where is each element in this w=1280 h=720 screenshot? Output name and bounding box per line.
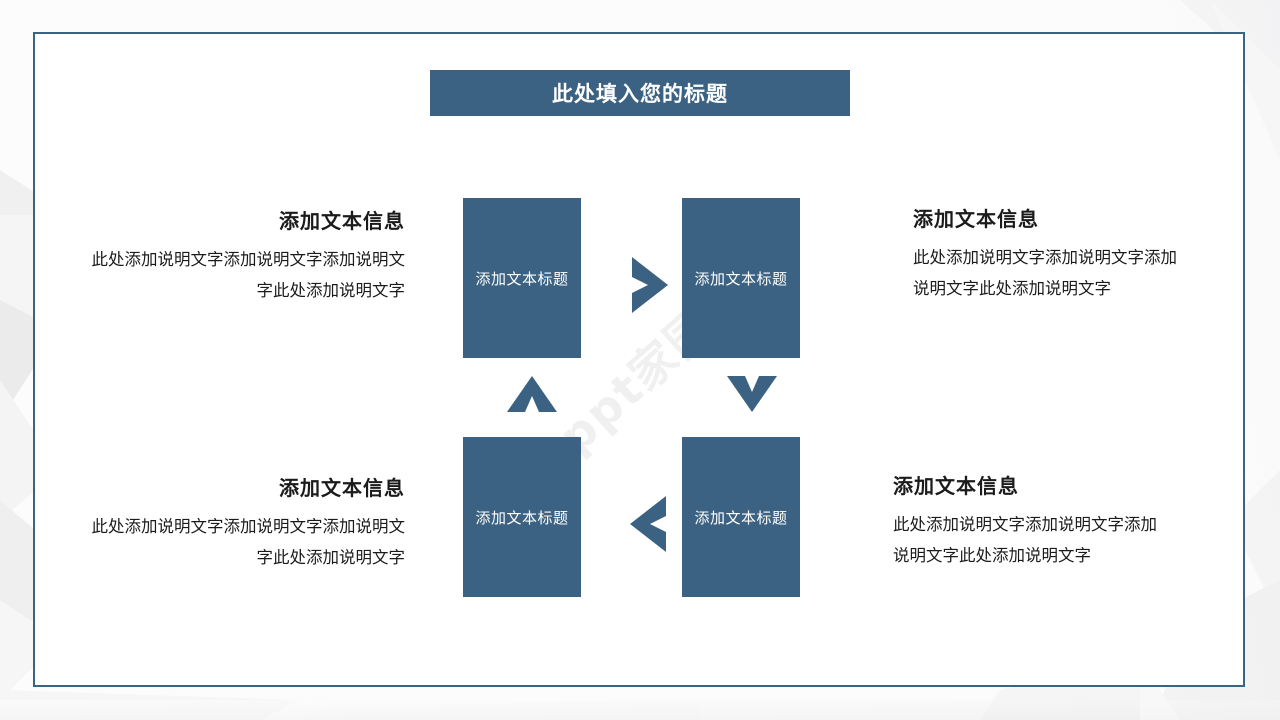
text-block-heading: 添加文本信息	[913, 209, 1039, 231]
chevron-left-icon	[628, 494, 668, 554]
text-block-top-right: 添加文本信息 此处添加说明文字添加说明文字添加说明文字此处添加说明文字	[913, 203, 1193, 304]
slide-frame-border	[33, 32, 1245, 687]
node-box-top-right[interactable]: 添加文本标题	[682, 198, 800, 358]
chevron-up-icon	[505, 374, 559, 414]
node-box-bottom-right[interactable]: 添加文本标题	[682, 437, 800, 597]
node-label: 添加文本标题	[475, 270, 569, 288]
chevron-right-icon	[630, 255, 670, 315]
node-box-top-left[interactable]: 添加文本标题	[463, 198, 581, 358]
text-block-heading: 添加文本信息	[893, 476, 1019, 498]
node-label: 添加文本标题	[475, 509, 569, 527]
node-label: 添加文本标题	[694, 270, 788, 288]
text-block-body: 此处添加说明文字添加说明文字添加说明文字此处添加说明文字	[893, 516, 1157, 565]
text-block-heading: 添加文本信息	[279, 211, 405, 233]
text-block-bottom-right: 添加文本信息 此处添加说明文字添加说明文字添加说明文字此处添加说明文字	[893, 470, 1163, 571]
text-block-heading: 添加文本信息	[279, 478, 405, 500]
text-block-bottom-left: 添加文本信息 此处添加说明文字添加说明文字添加说明文字此处添加说明文字	[85, 472, 406, 573]
node-label: 添加文本标题	[694, 509, 788, 527]
text-block-body: 此处添加说明文字添加说明文字添加说明文字此处添加说明文字	[913, 249, 1177, 298]
slide-title-bar[interactable]: 此处填入您的标题	[430, 70, 850, 116]
text-block-body: 此处添加说明文字添加说明文字添加说明文字此处添加说明文字	[91, 518, 406, 567]
text-block-top-left: 添加文本信息 此处添加说明文字添加说明文字添加说明文字此处添加说明文字	[85, 205, 406, 306]
chevron-down-icon	[725, 374, 779, 414]
node-box-bottom-left[interactable]: 添加文本标题	[463, 437, 581, 597]
text-block-body: 此处添加说明文字添加说明文字添加说明文字此处添加说明文字	[91, 251, 406, 300]
page-title: 此处填入您的标题	[552, 83, 728, 106]
